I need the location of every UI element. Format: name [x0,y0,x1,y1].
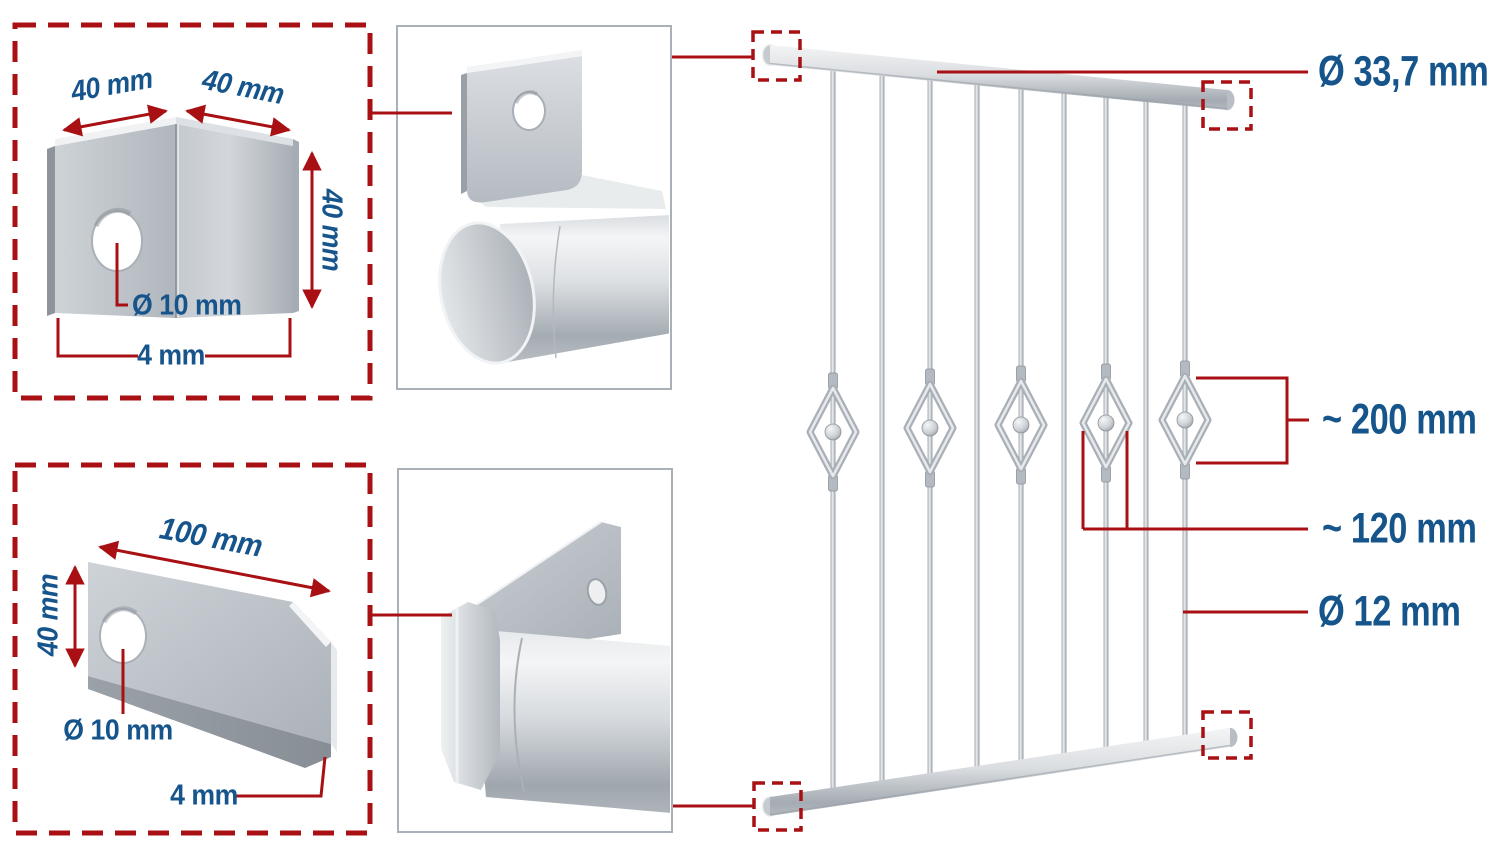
mounting-plate-drawing [88,562,337,768]
angle-bracket-drawing [47,117,299,318]
bracket-thickness-leader [56,318,292,358]
plate-detail-view [441,521,670,813]
bottom-right-tube-end-highlight [1201,710,1253,760]
diamond-ornament [994,365,1048,485]
grille-bottom-rail [761,727,1238,817]
bracket-highlight-box [12,22,373,401]
plate-highlight-box [12,462,373,836]
plate-thickness-label: 4 mm [170,779,238,812]
bracket-hole-diameter-label: Ø 10 mm [132,289,242,322]
plate-thickness-leader [236,756,327,798]
diamond-ornament [806,372,860,492]
bracket-thickness-label: 4 mm [137,339,205,372]
plate-hole-diameter-label: Ø 10 mm [63,714,173,747]
grille-top-rail [761,43,1235,111]
ornament-width-label: ~ 120 mm [1322,504,1477,553]
bar-diameter-label: Ø 12 mm [1318,587,1461,636]
ornament-height-label: ~ 200 mm [1322,395,1477,444]
grille-drawing [761,43,1238,817]
grille-ornaments [806,360,1212,492]
bracket-height-label: 40 mm [315,188,348,272]
grille-bars [830,65,1188,799]
plate-length-arrow [98,540,331,598]
bracket-detail-view [438,50,669,365]
bracket-hole-leader [115,243,128,307]
top-right-tube-end-highlight [1201,80,1253,131]
top-rail-diameter-label: Ø 33,7 mm [1318,47,1489,96]
diamond-ornament [1158,360,1212,480]
plate-width-label: 40 mm [32,573,65,657]
bracket-width-left-arrow [62,104,168,137]
plate-detail-frame [397,468,673,833]
diamond-ornament [1079,363,1133,483]
annotation-lines [56,55,1309,808]
bracket-detail-frame [396,25,672,390]
diamond-ornament [903,368,957,488]
bracket-width-right-arrow [185,104,291,137]
ornament-width-leader [1081,431,1308,531]
